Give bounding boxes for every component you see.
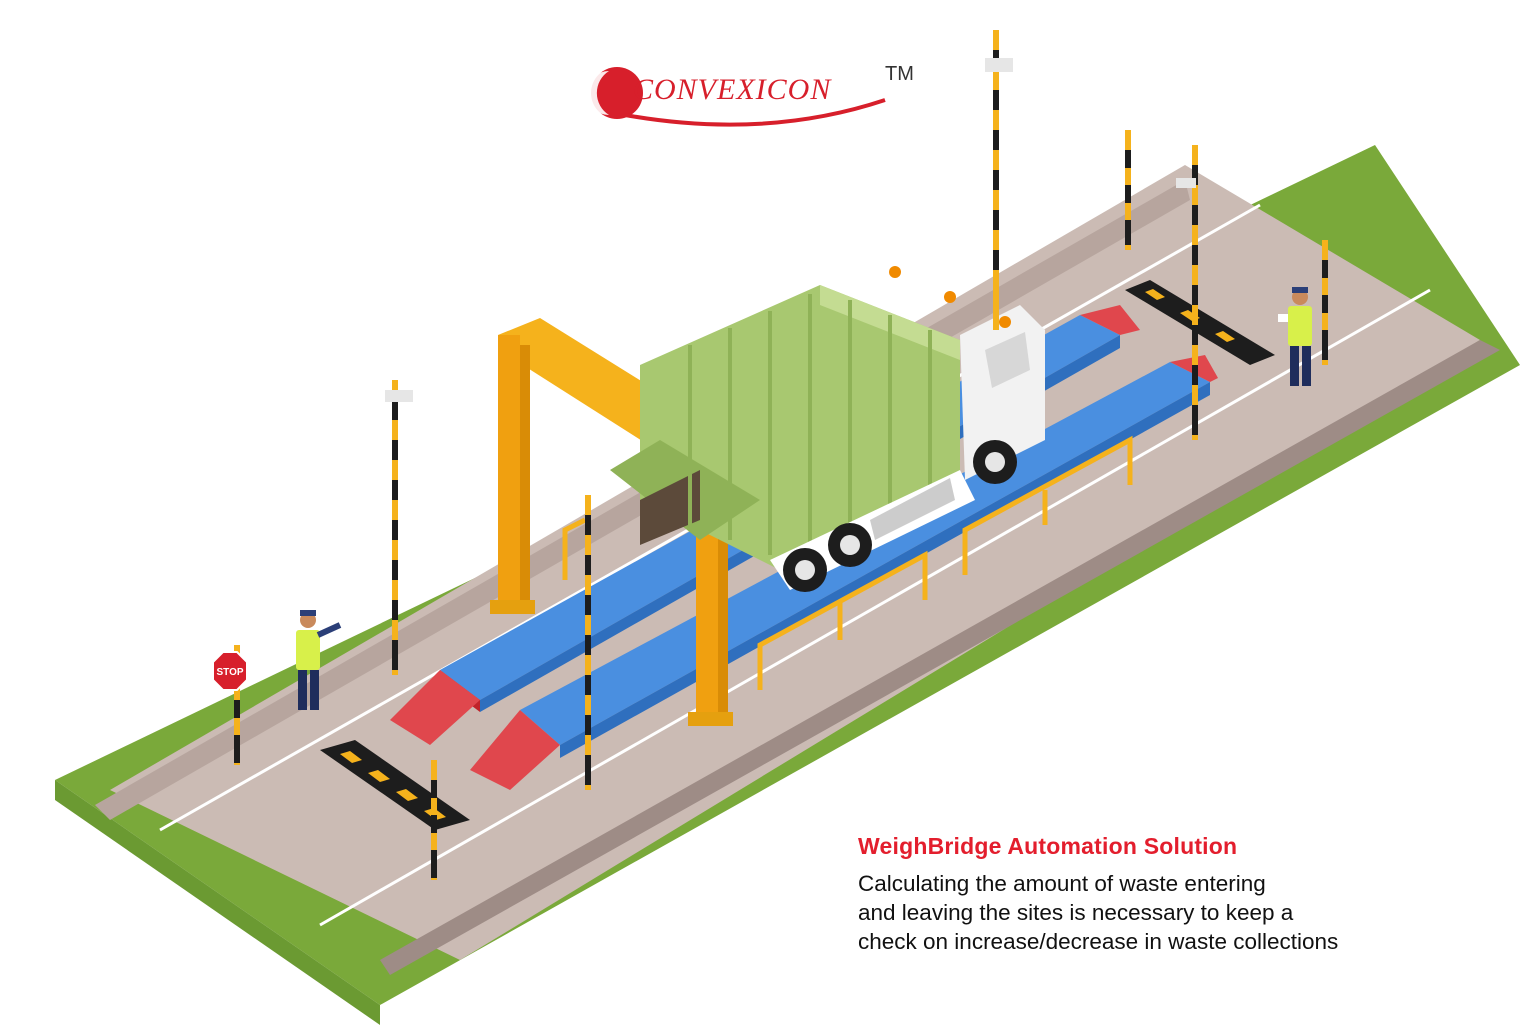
stop-sign: STOP xyxy=(212,651,248,691)
poles xyxy=(234,30,1328,880)
ramps xyxy=(390,305,1218,790)
worker-right xyxy=(1278,287,1312,386)
caption-body: Calculating the amount of waste entering… xyxy=(858,869,1498,956)
caption-title: WeighBridge Automation Solution xyxy=(858,833,1238,859)
worker-left xyxy=(296,610,342,710)
brand-name: CONVEXICON xyxy=(633,73,832,106)
brand-logo: CONVEXICON TM xyxy=(585,55,925,135)
caption-line: check on increase/decrease in waste coll… xyxy=(858,929,1339,954)
garbage-truck xyxy=(610,266,1045,592)
caption-line: and leaving the sites is necessary to ke… xyxy=(858,900,1294,925)
railings xyxy=(562,435,1133,690)
caption-line: Calculating the amount of waste entering xyxy=(858,871,1266,896)
caption-block: WeighBridge Automation Solution Calculat… xyxy=(858,833,1498,956)
stop-sign-text: STOP xyxy=(216,667,243,678)
trademark-mark: TM xyxy=(885,63,914,85)
logo-swoosh-icon xyxy=(587,67,886,127)
